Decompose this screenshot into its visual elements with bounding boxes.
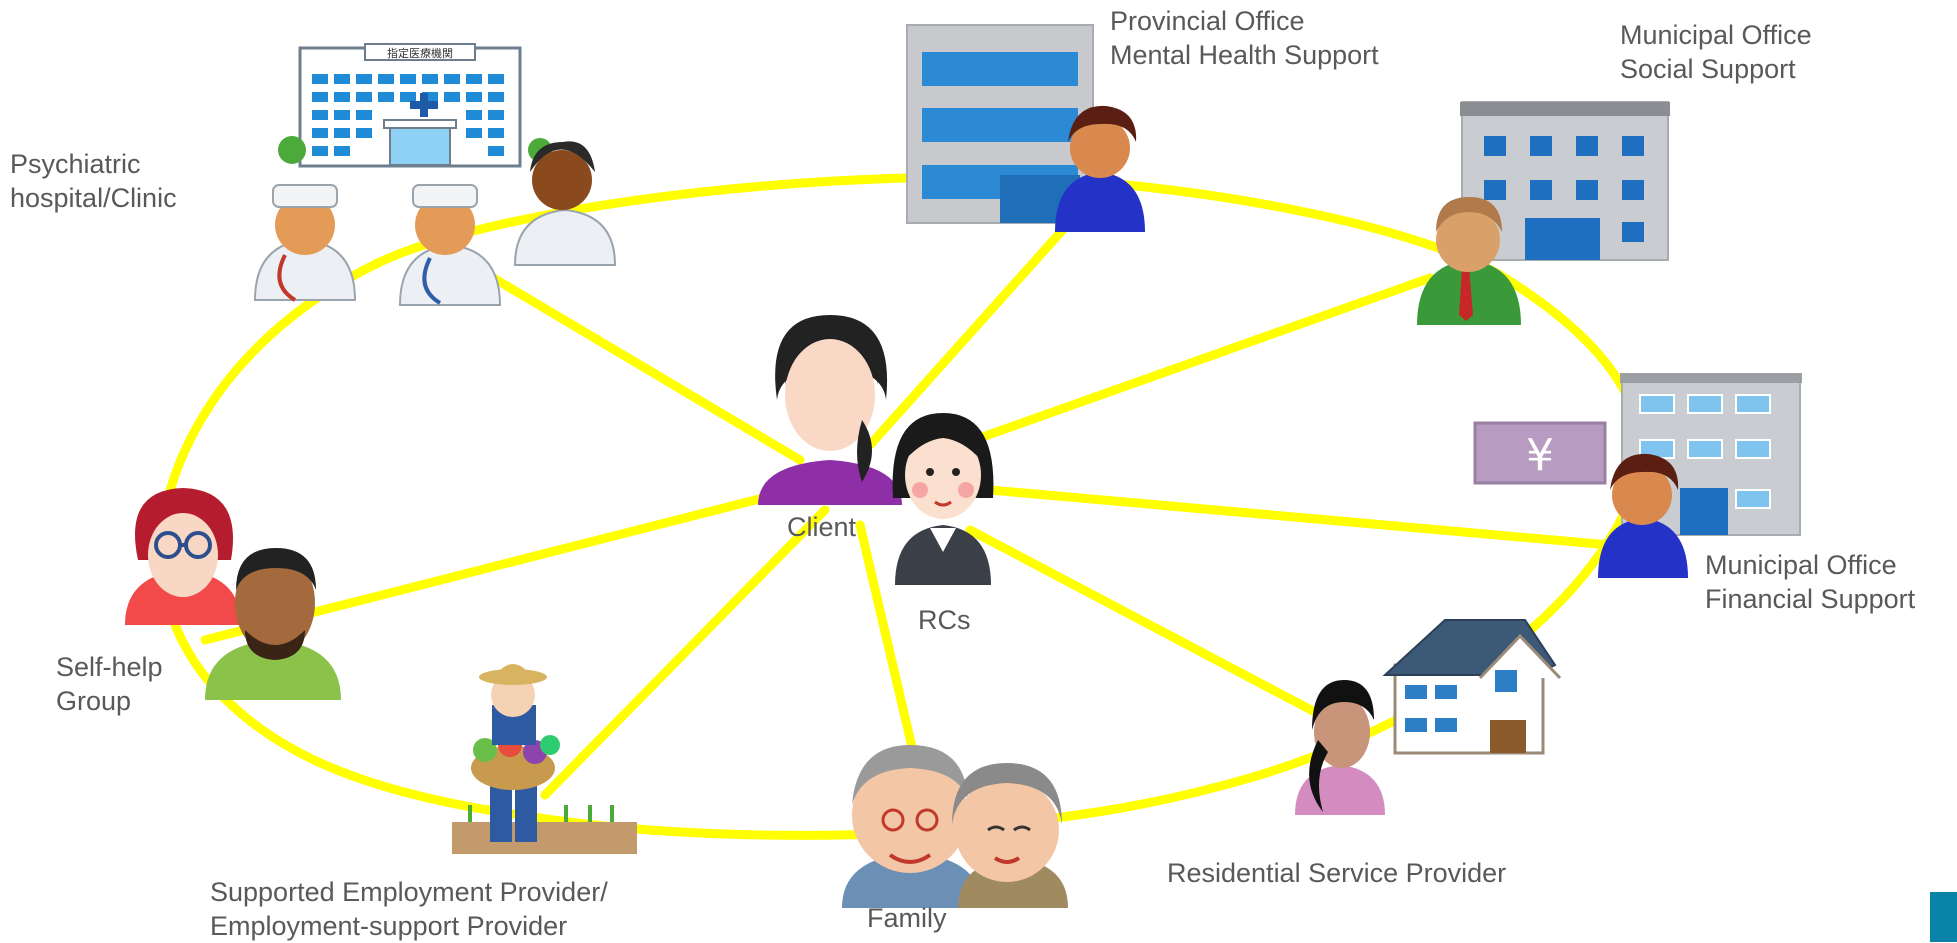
coordinator-woman-icon bbox=[892, 413, 994, 585]
label-residential: Residential Service Provider bbox=[1167, 856, 1506, 890]
label-psychiatric: Psychiatric hospital/Clinic bbox=[10, 147, 177, 215]
label-line: Residential Service Provider bbox=[1167, 858, 1507, 888]
spoke-to-psychiatric bbox=[475, 265, 805, 465]
spoke-to-employment bbox=[540, 505, 830, 800]
municipal-building-with-officer-icon bbox=[1417, 101, 1670, 325]
label-employment: Supported Employment Provider/ Employmen… bbox=[210, 875, 608, 943]
label-provincial: Provincial Office Mental Health Support bbox=[1110, 4, 1379, 72]
label-line: Mental Health Support bbox=[1110, 40, 1379, 70]
label-line: hospital/Clinic bbox=[10, 183, 177, 213]
label-line: Municipal Office bbox=[1620, 20, 1812, 50]
label-rcs: RCs bbox=[918, 603, 971, 637]
label-line: Self-help bbox=[56, 652, 163, 682]
hospital-with-doctors-icon: 指定医療機関 bbox=[253, 43, 617, 306]
label-line: Family bbox=[867, 903, 947, 933]
accent-tab bbox=[1930, 892, 1957, 942]
label-line: Group bbox=[56, 686, 132, 716]
label-family: Family bbox=[867, 901, 947, 935]
network-ring-line bbox=[156, 172, 1646, 840]
label-selfhelp: Self-help Group bbox=[56, 650, 163, 718]
label-line: Supported Employment Provider/ bbox=[210, 877, 608, 907]
office-building-with-staff-icon bbox=[906, 24, 1145, 232]
label-line: Social Support bbox=[1620, 54, 1796, 84]
label-municipal-financial: Municipal Office Financial Support bbox=[1705, 548, 1915, 616]
house-with-staff-icon bbox=[1295, 619, 1562, 815]
municipal-building-with-yen-sign-icon: ¥ bbox=[1473, 373, 1802, 578]
yen-sign-text: ¥ bbox=[1526, 430, 1554, 481]
client-woman-icon bbox=[758, 315, 902, 505]
label-line: Municipal Office bbox=[1705, 550, 1897, 580]
elderly-couple-icon bbox=[842, 745, 1068, 908]
label-line: Financial Support bbox=[1705, 584, 1916, 614]
label-line: Psychiatric bbox=[10, 149, 141, 179]
spoke-to-municipal-financial bbox=[985, 485, 1615, 550]
label-line: Provincial Office bbox=[1110, 6, 1305, 36]
label-line: Employment-support Provider bbox=[210, 911, 568, 941]
peer-group-icon bbox=[125, 488, 341, 700]
label-line: RCs bbox=[918, 605, 971, 635]
label-client: Client bbox=[787, 510, 856, 544]
spoke-to-provincial bbox=[865, 200, 1090, 450]
spoke-to-residential bbox=[965, 525, 1335, 725]
hospital-sign-text: 指定医療機関 bbox=[387, 46, 453, 60]
spoke-to-family bbox=[855, 520, 920, 765]
label-municipal-social: Municipal Office Social Support bbox=[1620, 18, 1812, 86]
spoke-to-municipal-social bbox=[955, 273, 1435, 450]
farmer-with-vegetables-icon bbox=[452, 664, 637, 854]
label-line: Client bbox=[787, 512, 857, 542]
